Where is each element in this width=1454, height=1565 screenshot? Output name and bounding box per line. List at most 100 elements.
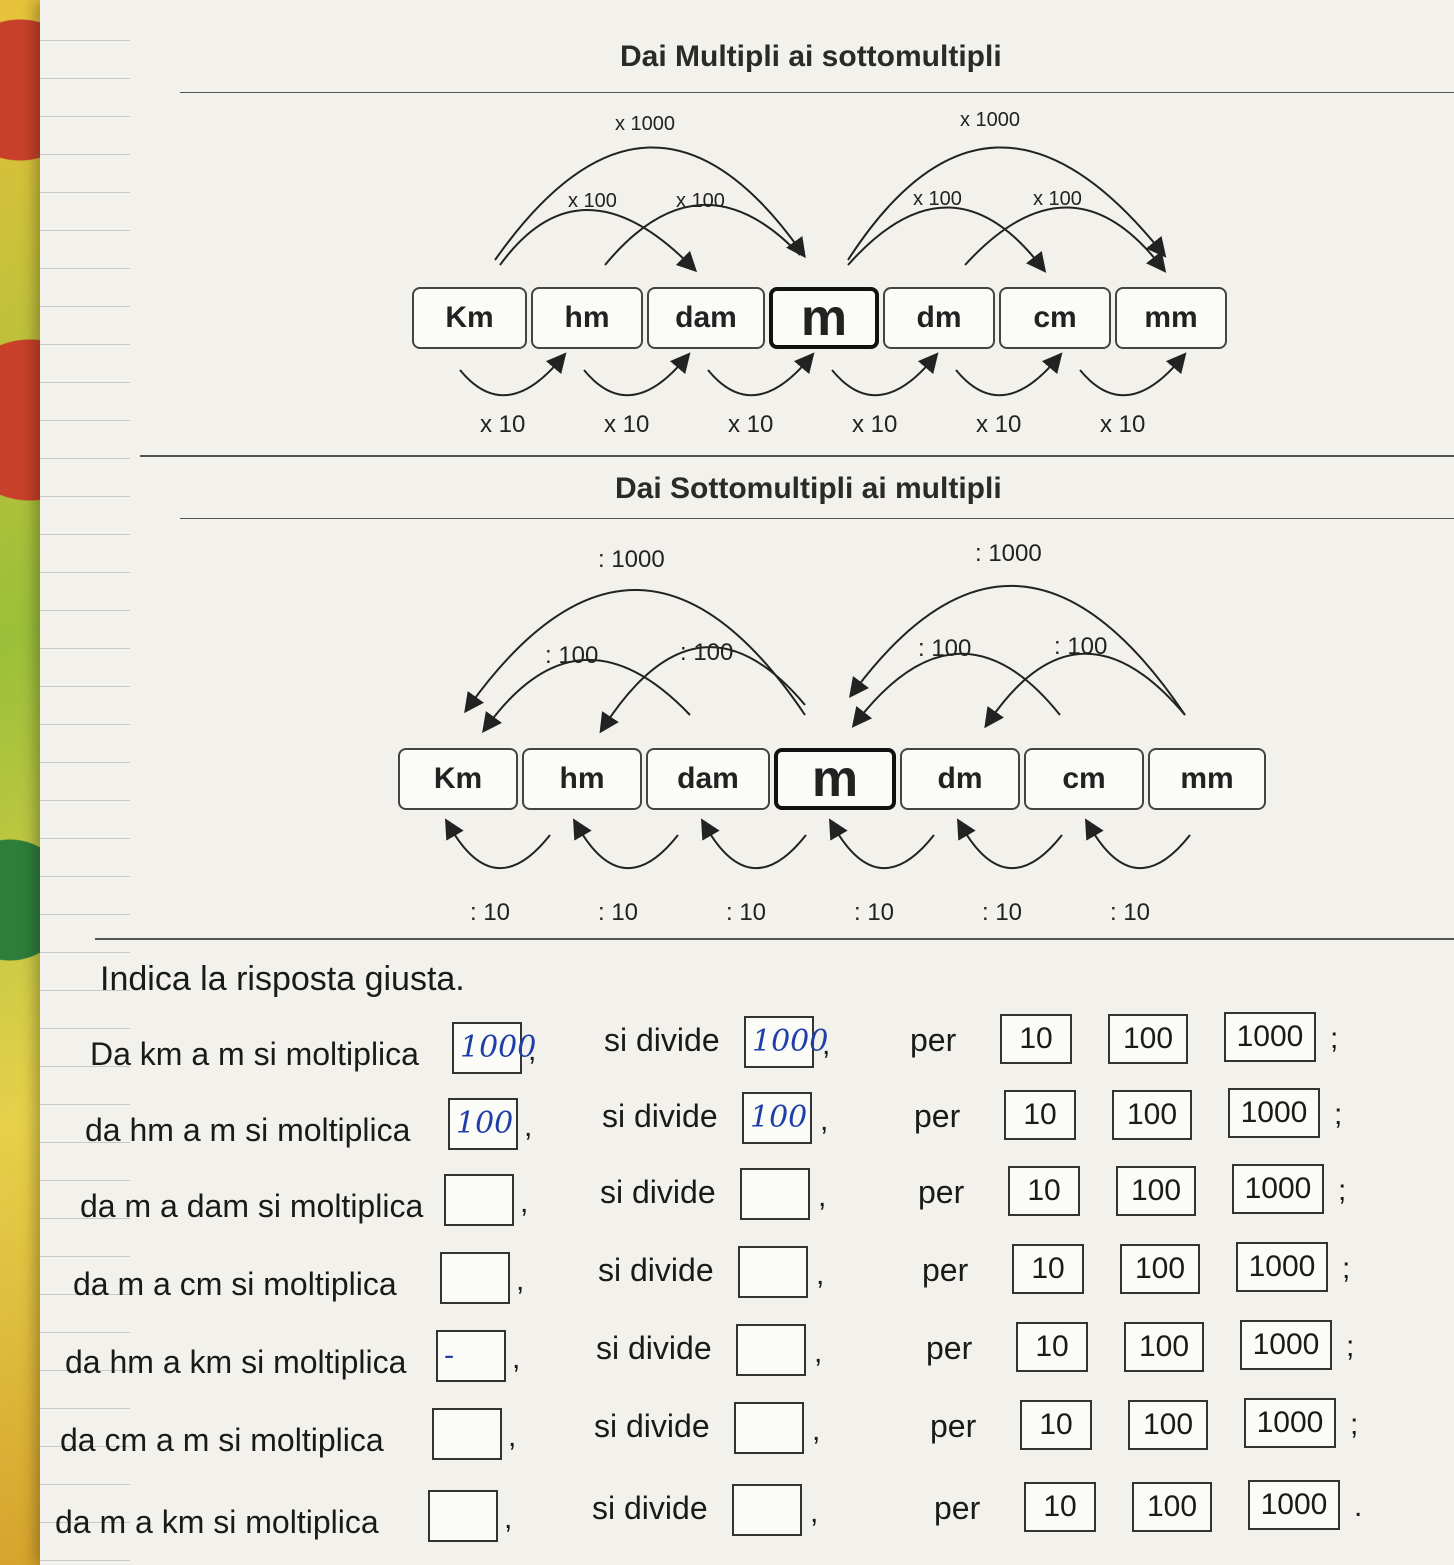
margin-rule <box>40 1218 130 1219</box>
comma: , <box>822 1028 831 1061</box>
margin-rule <box>40 648 130 649</box>
option-100[interactable]: 100 <box>1124 1322 1204 1372</box>
conversion-arcs-top: x 1000 x 1000 x 100 x 100 x 100 x 100 x … <box>459 109 1187 438</box>
arc-label-div1000-left: : 1000 <box>598 546 665 573</box>
row-end-punctuation: ; <box>1330 1022 1339 1055</box>
margin-rule <box>40 382 130 383</box>
per-label: per <box>934 1490 981 1526</box>
unit-box-6: cm <box>999 287 1111 349</box>
multiply-answer-box[interactable] <box>432 1408 502 1460</box>
unit-box-3: dam <box>647 287 765 349</box>
option-10[interactable]: 10 <box>1024 1482 1096 1532</box>
handwritten-answer: 1000 <box>460 1030 537 1065</box>
margin-rule <box>40 458 130 459</box>
multiply-answer-box[interactable]: 100 <box>448 1098 518 1150</box>
option-100[interactable]: 100 <box>1108 1014 1188 1064</box>
comma: , <box>812 1414 821 1447</box>
divide-answer-box[interactable] <box>734 1402 804 1454</box>
margin-rule <box>40 78 130 79</box>
margin-rule <box>40 1446 130 1447</box>
divide-answer-box[interactable] <box>736 1324 806 1376</box>
option-1000[interactable]: 1000 <box>1232 1164 1324 1214</box>
margin-rule <box>40 1294 130 1295</box>
conversion-arcs-bottom: : 1000 : 1000 : 100 : 100 : 100 : 100 : … <box>444 540 1191 926</box>
worksheet-page: Dai Multipli ai sottomultipli x 1000 x 1… <box>40 0 1454 1565</box>
comma: , <box>820 1104 829 1137</box>
question-row: da m a dam si moltiplica , si divide , p… <box>40 1164 1440 1244</box>
step-label-1: x 10 <box>480 411 525 438</box>
question-text: da hm a km si moltiplica <box>65 1344 407 1380</box>
option-10[interactable]: 10 <box>1004 1090 1076 1140</box>
arc-label-x1000-right: x 1000 <box>960 109 1020 131</box>
unit-box-2: hm <box>522 748 642 810</box>
divide-answer-box[interactable] <box>740 1168 810 1220</box>
divide-answer-box[interactable]: 1000 <box>744 1016 828 1068</box>
divide-answer-box[interactable] <box>738 1246 808 1298</box>
option-1000[interactable]: 1000 <box>1236 1242 1328 1292</box>
margin-rule <box>40 1522 130 1523</box>
option-100[interactable]: 100 <box>1112 1090 1192 1140</box>
row-end-punctuation: ; <box>1342 1252 1351 1285</box>
unit-box-7: mm <box>1148 748 1266 810</box>
unit-box-4: m <box>769 287 879 349</box>
multiply-answer-box[interactable]: 1000 <box>452 1022 536 1074</box>
question-text: Da km a m si moltiplica <box>90 1036 419 1072</box>
margin-rule <box>40 306 130 307</box>
comma: , <box>516 1264 525 1297</box>
option-100[interactable]: 100 <box>1132 1482 1212 1532</box>
margin-rule <box>40 952 130 953</box>
multiply-answer-box[interactable] <box>440 1252 510 1304</box>
multiply-answer-box[interactable] <box>444 1174 514 1226</box>
multiply-answer-box[interactable]: - <box>436 1330 506 1382</box>
divider <box>180 92 1454 93</box>
section-title-sottomultipli: Dai Sottomultipli ai multipli <box>615 472 1002 505</box>
option-1000[interactable]: 1000 <box>1248 1480 1340 1530</box>
option-1000[interactable]: 1000 <box>1244 1398 1336 1448</box>
divide-label: si divide <box>598 1252 714 1288</box>
divide-label: si divide <box>604 1022 720 1058</box>
handwritten-answer: 100 <box>456 1106 514 1141</box>
margin-rule <box>40 268 130 269</box>
margin-rule <box>40 1180 130 1181</box>
comma: , <box>814 1336 823 1369</box>
margin-rule <box>40 40 130 41</box>
arc-label-x100-1: x 100 <box>568 190 617 212</box>
option-10[interactable]: 10 <box>1020 1400 1092 1450</box>
margin-rule <box>40 724 130 725</box>
step-label-6: x 10 <box>1100 411 1145 438</box>
option-10[interactable]: 10 <box>1000 1014 1072 1064</box>
option-100[interactable]: 100 <box>1116 1166 1196 1216</box>
question-text: da m a cm si moltiplica <box>73 1266 397 1302</box>
option-100[interactable]: 100 <box>1120 1244 1200 1294</box>
divide-answer-box[interactable]: 100 <box>742 1092 812 1144</box>
option-10[interactable]: 10 <box>1012 1244 1084 1294</box>
margin-rule <box>40 800 130 801</box>
margin-rule <box>40 230 130 231</box>
step-label-2: : 10 <box>598 899 638 926</box>
margin-rule <box>40 1370 130 1371</box>
margin-rule <box>40 1484 130 1485</box>
option-1000[interactable]: 1000 <box>1240 1320 1332 1370</box>
arc-label-x1000-left: x 1000 <box>615 113 675 135</box>
divide-answer-box[interactable] <box>732 1484 802 1536</box>
step-label-3: : 10 <box>726 899 766 926</box>
step-label-5: x 10 <box>976 411 1021 438</box>
margin-rule <box>40 914 130 915</box>
option-10[interactable]: 10 <box>1008 1166 1080 1216</box>
option-100[interactable]: 100 <box>1128 1400 1208 1450</box>
step-label-4: x 10 <box>852 411 897 438</box>
multiply-answer-box[interactable] <box>428 1490 498 1542</box>
row-end-punctuation: ; <box>1334 1098 1343 1131</box>
comma: , <box>524 1110 533 1143</box>
margin-rule <box>40 534 130 535</box>
unit-box-5: dm <box>883 287 995 349</box>
option-1000[interactable]: 1000 <box>1224 1012 1316 1062</box>
unit-box-2: hm <box>531 287 643 349</box>
per-label: per <box>930 1408 977 1444</box>
option-1000[interactable]: 1000 <box>1228 1088 1320 1138</box>
margin-rule <box>40 1560 130 1561</box>
option-10[interactable]: 10 <box>1016 1322 1088 1372</box>
handwritten-answer: 100 <box>750 1100 808 1135</box>
